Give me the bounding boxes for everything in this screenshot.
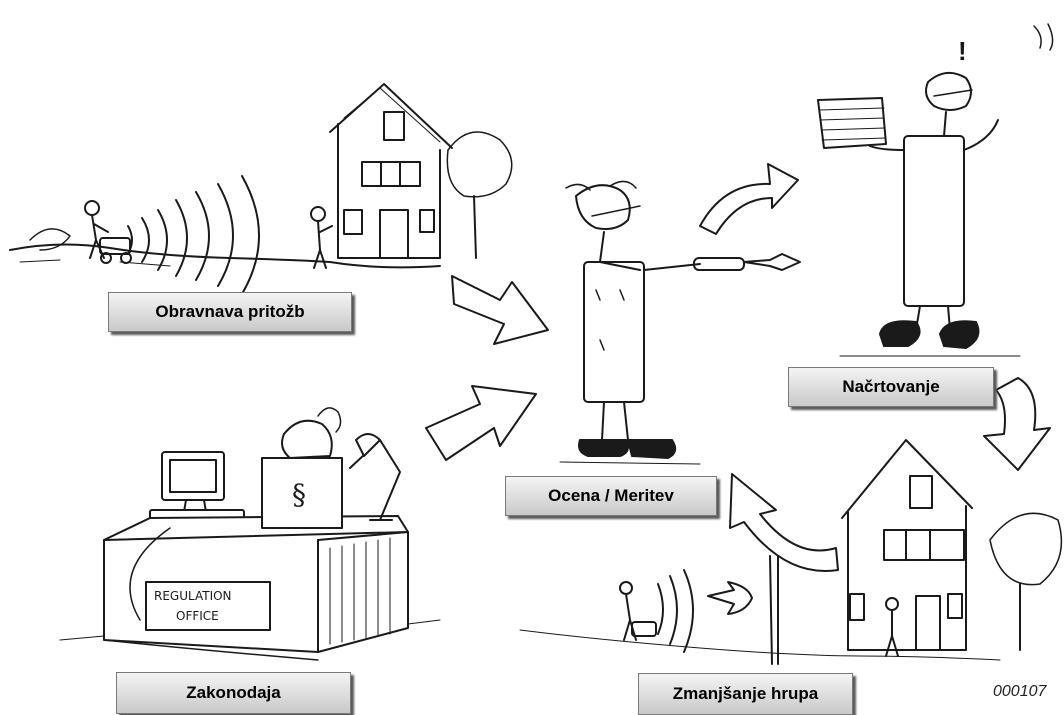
exclamation-mark: !: [958, 36, 967, 66]
desk-sign-line-2: OFFICE: [176, 609, 219, 623]
planning-label: Načrtovanje: [788, 367, 994, 407]
arrow-complaints-to-assessment: [452, 276, 548, 344]
arrow-legislation-to-assessment: [426, 386, 536, 460]
image-code: 000107: [993, 683, 1046, 701]
arrow-noise-reduction-to-assessment: [730, 474, 838, 571]
arrow-assessment-to-planning: [700, 164, 798, 234]
planning-engineer-illustration: !: [818, 24, 1053, 356]
complaint-scene-illustration: [10, 84, 512, 294]
paragraph-symbol: §: [292, 478, 306, 511]
noise-reduction-label: Zmanjšanje hrupa: [638, 673, 853, 715]
assessment-label: Ocena / Meritev: [505, 476, 717, 516]
assessment-scientist-illustration: [560, 181, 800, 464]
complaint-handling-label: Obravnava pritožb: [108, 292, 352, 332]
desk-sign-line-1: REGULATION: [154, 589, 232, 603]
legislation-desk-illustration: REGULATION OFFICE §: [60, 408, 440, 660]
legislation-label: Zakonodaja: [116, 672, 351, 714]
